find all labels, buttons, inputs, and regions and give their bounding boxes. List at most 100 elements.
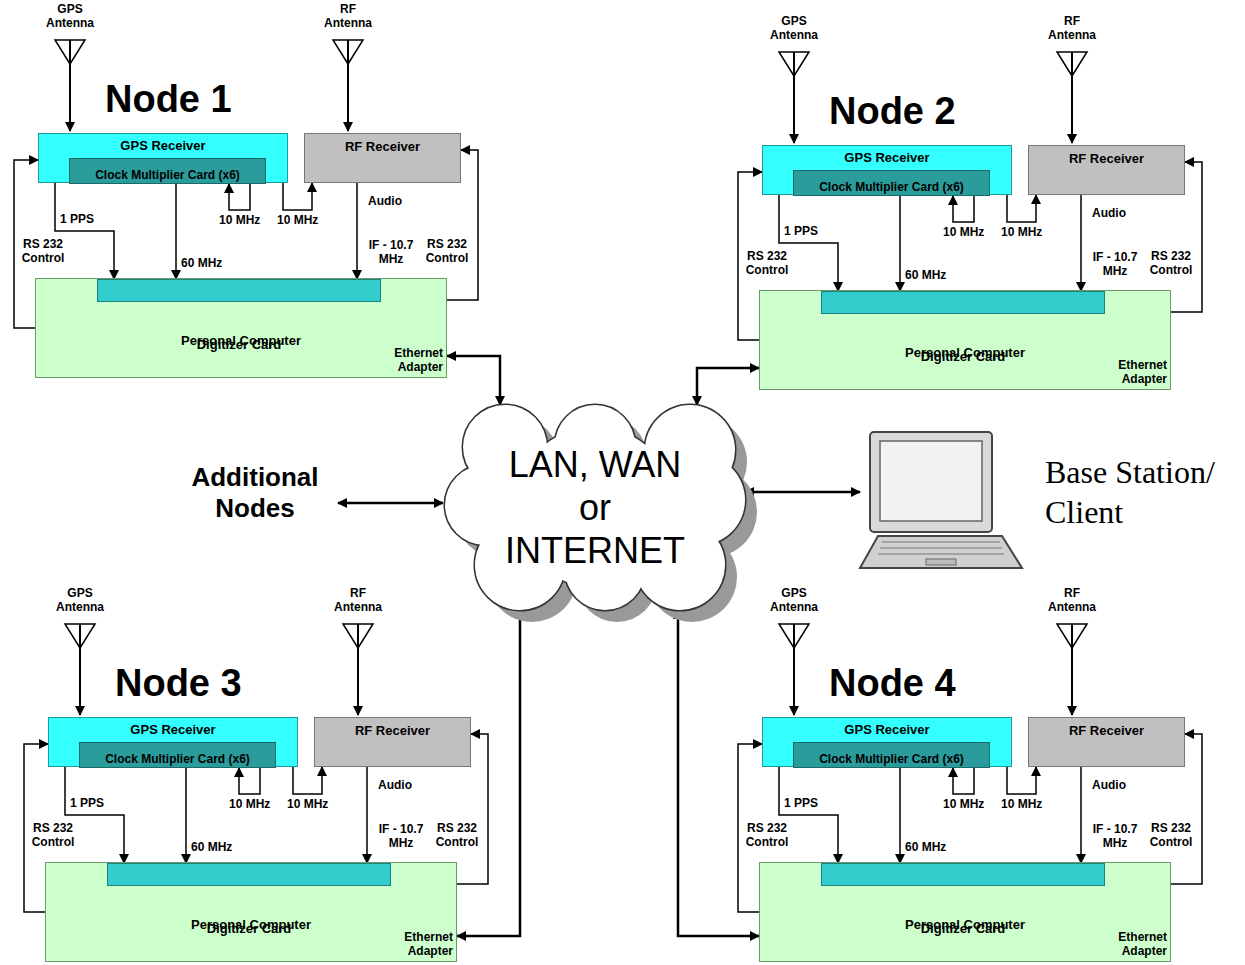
signal-label: 1 PPS: [784, 225, 818, 239]
box-label: Clock Multiplier Card (x6): [80, 743, 275, 771]
signal-label: 60 MHz: [905, 841, 946, 855]
gps-antenna-symbol: [779, 52, 809, 143]
laptop-icon: [860, 430, 1025, 575]
signal-connector: [457, 610, 520, 936]
box-label: RF Receiver: [1029, 146, 1184, 166]
gps-antenna-symbol: [65, 624, 95, 715]
gps-antenna-symbol: [779, 624, 809, 715]
signal-connector: [1007, 767, 1036, 794]
signal-connector: [1080, 767, 1082, 863]
side-label: Additional Nodes: [170, 462, 340, 524]
antenna-label: GPS Antenna: [50, 587, 110, 615]
signal-label: RS 232 Control: [1144, 250, 1198, 278]
digitizer-card-box: Digitizer Card: [821, 291, 1105, 314]
signal-connector: [175, 184, 177, 279]
box-label: RF Receiver: [305, 134, 460, 154]
signal-label: RS 232 Control: [18, 238, 68, 266]
antenna-label: RF Antenna: [318, 3, 378, 31]
base-station: Base Station/ Client: [860, 430, 1235, 575]
antenna-label: RF Antenna: [1042, 587, 1102, 615]
box-label: Digitizer Card: [98, 280, 380, 355]
signal-connector: [1007, 195, 1036, 222]
box-label: GPS Receiver: [763, 718, 1011, 737]
sub-label: Ethernet Adapter: [393, 931, 453, 959]
gps-receiver-box: GPS ReceiverClock Multiplier Card (x6): [48, 717, 298, 767]
clock-card-box: Clock Multiplier Card (x6): [793, 742, 990, 768]
rf-receiver-box: RF Receiver: [314, 717, 471, 767]
signal-label: 1 PPS: [70, 797, 104, 811]
signal-label: RS 232 Control: [742, 250, 792, 278]
signal-label: 10 MHz: [1001, 226, 1042, 240]
signal-label: IF - 10.7 MHz: [373, 823, 429, 851]
gps-receiver-box: GPS ReceiverClock Multiplier Card (x6): [38, 133, 288, 183]
gps-receiver-box: GPS ReceiverClock Multiplier Card (x6): [762, 145, 1012, 195]
signal-connector: [185, 768, 187, 863]
signal-label: 10 MHz: [219, 214, 260, 228]
antenna-group: [65, 624, 373, 715]
additional-nodes-arrow: [338, 502, 443, 505]
box-label: LAN, WAN or INTERNET: [500, 443, 690, 573]
signal-connector: [229, 183, 250, 210]
rf-antenna-symbol: [333, 40, 363, 131]
node-title: Node 1: [105, 78, 232, 122]
clock-card-box: Clock Multiplier Card (x6): [69, 158, 266, 184]
antenna-label: RF Antenna: [1042, 15, 1102, 43]
box-label: GPS Receiver: [49, 718, 297, 737]
antenna-group: [779, 52, 1087, 143]
signal-connector: [953, 767, 974, 794]
signal-label: RS 232 Control: [420, 238, 474, 266]
node-title: Node 3: [115, 662, 242, 706]
antenna-group: [55, 40, 363, 131]
clock-card-box: Clock Multiplier Card (x6): [79, 742, 276, 768]
signal-label: Audio: [1092, 207, 1126, 221]
signal-connector: [899, 768, 901, 863]
antenna-label: GPS Antenna: [764, 15, 824, 43]
box-label: Clock Multiplier Card (x6): [794, 743, 989, 771]
signal-connector: [899, 196, 901, 291]
clock-card-box: Clock Multiplier Card (x6): [793, 170, 990, 196]
signal-connector: [293, 767, 322, 794]
rf-antenna-symbol: [1057, 624, 1087, 715]
computer-box: Personal ComputerEthernet AdapterDigitiz…: [35, 278, 447, 378]
signal-label: IF - 10.7 MHz: [363, 239, 419, 267]
sub-label: Ethernet Adapter: [1107, 359, 1167, 387]
box-label: Digitizer Card: [822, 292, 1104, 367]
antenna-label: GPS Antenna: [764, 587, 824, 615]
signal-connector: [447, 356, 500, 405]
box-label: RF Receiver: [315, 718, 470, 738]
computer-box: Personal ComputerEthernet AdapterDigitiz…: [759, 862, 1171, 962]
signal-label: 10 MHz: [943, 226, 984, 240]
signal-label: RS 232 Control: [28, 822, 78, 850]
rf-receiver-box: RF Receiver: [1028, 145, 1185, 195]
signal-label: RS 232 Control: [430, 822, 484, 850]
signal-connector: [366, 767, 368, 863]
antenna-group: [779, 624, 1087, 715]
signal-connector: [239, 767, 260, 794]
signal-label: Audio: [368, 195, 402, 209]
signal-connector: [1080, 195, 1082, 291]
node-title: Node 4: [829, 662, 956, 706]
signal-label: RS 232 Control: [1144, 822, 1198, 850]
sub-label: Ethernet Adapter: [1107, 931, 1167, 959]
box-label: GPS Receiver: [763, 146, 1011, 165]
digitizer-card-box: Digitizer Card: [107, 863, 391, 886]
signal-label: RS 232 Control: [742, 822, 792, 850]
box-label: Clock Multiplier Card (x6): [794, 171, 989, 199]
signal-label: 10 MHz: [943, 798, 984, 812]
signal-label: 10 MHz: [1001, 798, 1042, 812]
signal-connector: [953, 195, 974, 222]
signal-label: 60 MHz: [905, 269, 946, 283]
signal-label: 10 MHz: [229, 798, 270, 812]
rf-antenna-symbol: [343, 624, 373, 715]
signal-label: 10 MHz: [287, 798, 328, 812]
box-label: Base Station/ Client: [1045, 452, 1235, 532]
node-title: Node 2: [829, 90, 956, 134]
box-label: Digitizer Card: [822, 864, 1104, 939]
rf-receiver-box: RF Receiver: [1028, 717, 1185, 767]
sub-label: Ethernet Adapter: [383, 347, 443, 375]
rf-receiver-box: RF Receiver: [304, 133, 461, 183]
signal-label: IF - 10.7 MHz: [1087, 251, 1143, 279]
rf-antenna-symbol: [1057, 52, 1087, 143]
signal-connector: [745, 491, 860, 494]
computer-box: Personal ComputerEthernet AdapterDigitiz…: [45, 862, 457, 962]
